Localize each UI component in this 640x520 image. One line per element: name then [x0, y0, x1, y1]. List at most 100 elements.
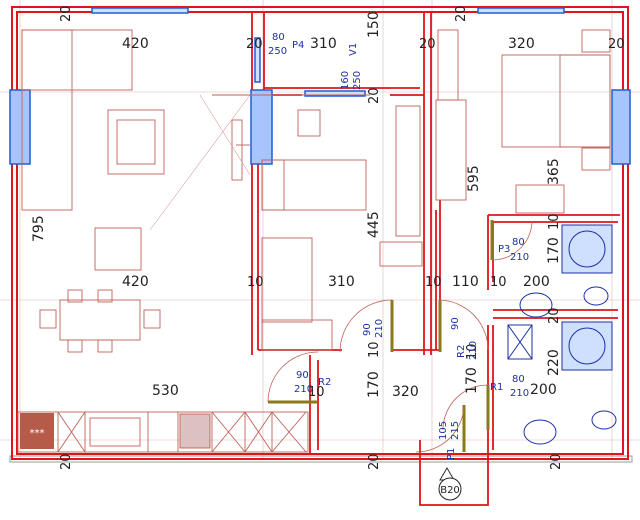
door-p4-w: 80 [272, 32, 285, 43]
middle-furniture [212, 94, 423, 351]
dim-living-height: 795 [31, 215, 47, 242]
dimension-labels-vertical: 795 150 445 595 365 170 170 170 220 [31, 11, 562, 398]
wall-20-c: 20 [246, 37, 263, 52]
outer-walls [11, 6, 629, 460]
window-v1 [304, 90, 366, 97]
door-r1-w: 80 [512, 374, 525, 385]
window-middle-side [250, 89, 273, 165]
door-r1-label: R1 [490, 382, 503, 393]
door-r1-h: 210 [510, 388, 529, 399]
chair-right [143, 309, 161, 329]
dim-middle-height: 445 [366, 211, 382, 238]
door-p3-w: 80 [512, 237, 525, 248]
chair-bot-2 [97, 339, 113, 353]
window-living-side [9, 89, 31, 165]
kitchen-sink [89, 417, 141, 447]
wall-20-a: 20 [59, 5, 74, 22]
dim-hall-right: 170 [464, 367, 480, 394]
wall-thickness-labels: 10 10 10 10 20 20 20 [246, 37, 625, 400]
nightstand-bottom [581, 147, 611, 171]
door-p1-w: 105 [438, 421, 449, 440]
chair-top-2 [97, 289, 113, 303]
door-labels-vertical: 160 250 V1 90 210 90 R2 210 105 215 P1 [340, 43, 479, 460]
desk-small [379, 241, 423, 267]
bed-pillows [559, 54, 611, 148]
door-p4-label: P4 [292, 40, 304, 51]
dim-closet-170: 170 [546, 237, 562, 264]
door-r2-label: R2 [318, 377, 331, 388]
door-p4-h: 250 [268, 46, 287, 57]
wall-10-a: 10 [247, 275, 264, 290]
door-p3-label: P3 [498, 244, 510, 255]
washing-machine [507, 324, 533, 360]
dim-corridor-width: 110 [452, 274, 479, 290]
wall-20-e: 20 [419, 37, 436, 52]
sofa-l-top [21, 29, 133, 91]
dim-bed-width: 320 [508, 36, 535, 52]
wall-10-g: 10 [465, 343, 480, 360]
dim-hall-left: 170 [366, 371, 382, 398]
door-v1-w: 160 [340, 71, 351, 90]
living-furniture [17, 29, 309, 453]
door-mid-right-label: R2 [456, 345, 467, 358]
toilet-1 [583, 286, 609, 306]
kitchen-counter [17, 411, 309, 453]
window-bedroom-top [477, 7, 565, 14]
oven [20, 413, 54, 449]
door-labels: 80 250 P4 P3 80 210 90 210 R2 80 210 R1 [268, 32, 529, 399]
wall-10-c: 10 [490, 275, 507, 290]
cooktop [179, 413, 211, 449]
door-mid-left-h: 210 [374, 319, 385, 338]
desk-middle [261, 237, 313, 323]
shower-2 [561, 321, 613, 371]
wall-10-b: 10 [425, 275, 442, 290]
sofa-middle [261, 319, 333, 351]
wall-10-e: 10 [547, 213, 562, 230]
door-r2-w: 90 [296, 370, 309, 381]
wall-20-g: 20 [59, 453, 74, 470]
dim-hall-width: 320 [392, 384, 419, 400]
window-living-top [91, 7, 189, 14]
armchair [94, 227, 142, 271]
dim-middle-width: 310 [328, 274, 355, 290]
window-bedroom-side [611, 89, 631, 165]
shelf-bedroom [437, 29, 459, 101]
door-v1-h: 250 [352, 71, 363, 90]
toilet-2 [591, 410, 617, 430]
chair-left [39, 309, 57, 329]
door-p1-h: 215 [450, 421, 461, 440]
chair-middle [297, 109, 321, 137]
bed-middle-pillows [261, 159, 285, 211]
dim-bath-height: 220 [546, 349, 562, 376]
entry-tag-circle [438, 477, 462, 501]
coffee-table-top [116, 119, 156, 165]
wall-10-f: 10 [367, 341, 382, 358]
dim-bed-depth: 365 [546, 158, 562, 185]
door-mid-right-h: 210 [468, 341, 479, 360]
dimension-labels: 420 420 530 310 310 320 320 110 200 200 [122, 36, 557, 400]
wall-20-f: 20 [608, 37, 625, 52]
dim-bed-corridor: 595 [466, 165, 482, 192]
wall-20-j: 20 [549, 453, 564, 470]
interior-walls [251, 12, 620, 506]
bath-fixtures [507, 224, 617, 445]
sofa-l-side [21, 29, 73, 211]
chair-bot-1 [67, 339, 83, 353]
sink-2 [523, 419, 557, 445]
tv-unit [231, 119, 243, 181]
dim-living-top: 420 [122, 36, 149, 52]
dim-stair-height: 150 [366, 11, 382, 38]
windows [9, 7, 631, 165]
door-mid-right-w: 90 [450, 317, 461, 330]
door-v1-label: V1 [348, 43, 359, 56]
stove-label: *** [30, 428, 45, 439]
window-p4 [254, 37, 261, 83]
door-swings [267, 221, 533, 453]
dim-bath2-width: 200 [530, 382, 557, 398]
dresser [515, 184, 565, 214]
wardrobe-middle [395, 105, 421, 237]
wardrobe-bedroom [435, 99, 467, 201]
bed-middle [261, 159, 367, 211]
nightstand-top [581, 29, 611, 53]
wall-10-d: 10 [308, 385, 325, 400]
